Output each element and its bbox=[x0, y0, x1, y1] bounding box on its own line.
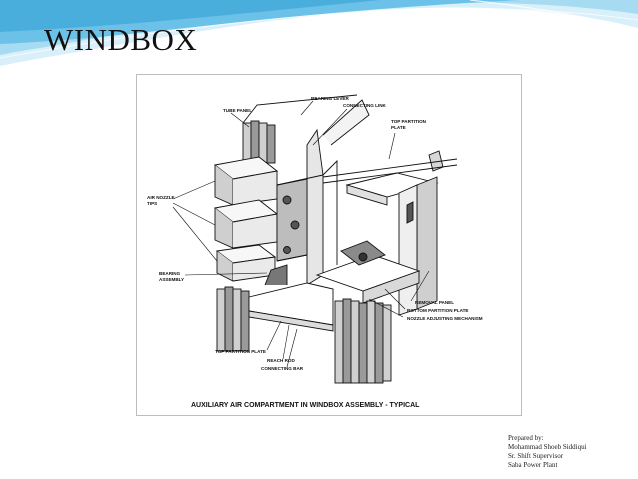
bottom-partition-plate bbox=[315, 240, 421, 304]
removal-panel bbox=[398, 176, 438, 316]
header-wave-decoration bbox=[0, 0, 638, 66]
diagram-labels: BEARING LEVER CONNECTING LINK TUBE PANEL… bbox=[147, 96, 483, 371]
credits-author-role: Sr. Shift Supervisor bbox=[508, 452, 564, 460]
credits-prepared-by: Prepared by: bbox=[508, 434, 544, 442]
label-air-nozzle-tips-2: TIPS bbox=[147, 201, 157, 206]
label-top-partition-plate-upper-1: TOP PARTITION bbox=[391, 119, 427, 124]
nozzle-tip-2 bbox=[213, 199, 279, 249]
label-bottom-partition-plate: BOTTOM PARTITION PLATE bbox=[407, 308, 469, 313]
bearing-mechanism bbox=[264, 174, 324, 286]
leader-lines bbox=[172, 100, 430, 368]
nozzle-tip-1 bbox=[213, 156, 279, 206]
label-bearing-assembly-2: ASSEMBLY bbox=[159, 277, 184, 282]
label-top-partition-plate-lower: TOP PARTITION PLATE bbox=[215, 349, 266, 354]
label-reach-rod: REACH ROD bbox=[267, 358, 296, 363]
top-partition-plate-lower bbox=[248, 282, 334, 332]
label-connecting-bar: CONNECTING BAR bbox=[261, 366, 304, 371]
label-bearing-assembly-1: BEARING bbox=[159, 271, 181, 276]
label-nozzle-adjusting-mechanism: NOZZLE ADJUSTING MECHANISM bbox=[407, 316, 483, 321]
diagram-caption: AUXILIARY AIR COMPARTMENT IN WINDBOX ASS… bbox=[191, 402, 420, 409]
label-tube-panel: TUBE PANEL bbox=[223, 108, 252, 113]
label-air-nozzle-tips-1: AIR NOZZLE bbox=[147, 195, 175, 200]
tube-panel-upper bbox=[242, 94, 358, 164]
label-removal-panel: REMOVAL PANEL bbox=[415, 300, 454, 305]
windbox-diagram-frame: BEARING LEVER CONNECTING LINK TUBE PANEL… bbox=[136, 74, 522, 416]
upper-housing bbox=[306, 99, 370, 286]
windbox-assembly-diagram: BEARING LEVER CONNECTING LINK TUBE PANEL… bbox=[147, 94, 483, 409]
connecting-link-rod bbox=[322, 158, 458, 184]
top-partition-plate-upper bbox=[345, 150, 444, 206]
tube-panel-lower bbox=[216, 286, 392, 384]
credits-block: Prepared by: Mohammad Shoeb Siddiqui Sr.… bbox=[508, 434, 587, 470]
slide-title: WINDBOX bbox=[44, 22, 198, 57]
credits-organization: Saba Power Plant bbox=[508, 461, 558, 469]
label-bearing-lever: BEARING LEVER bbox=[311, 96, 349, 101]
label-connecting-link: CONNECTING LINK bbox=[343, 103, 387, 108]
label-top-partition-plate-upper-2: PLATE bbox=[391, 125, 406, 130]
credits-author-name: Mohammad Shoeb Siddiqui bbox=[508, 443, 587, 451]
nozzle-tip-3 bbox=[215, 244, 277, 282]
